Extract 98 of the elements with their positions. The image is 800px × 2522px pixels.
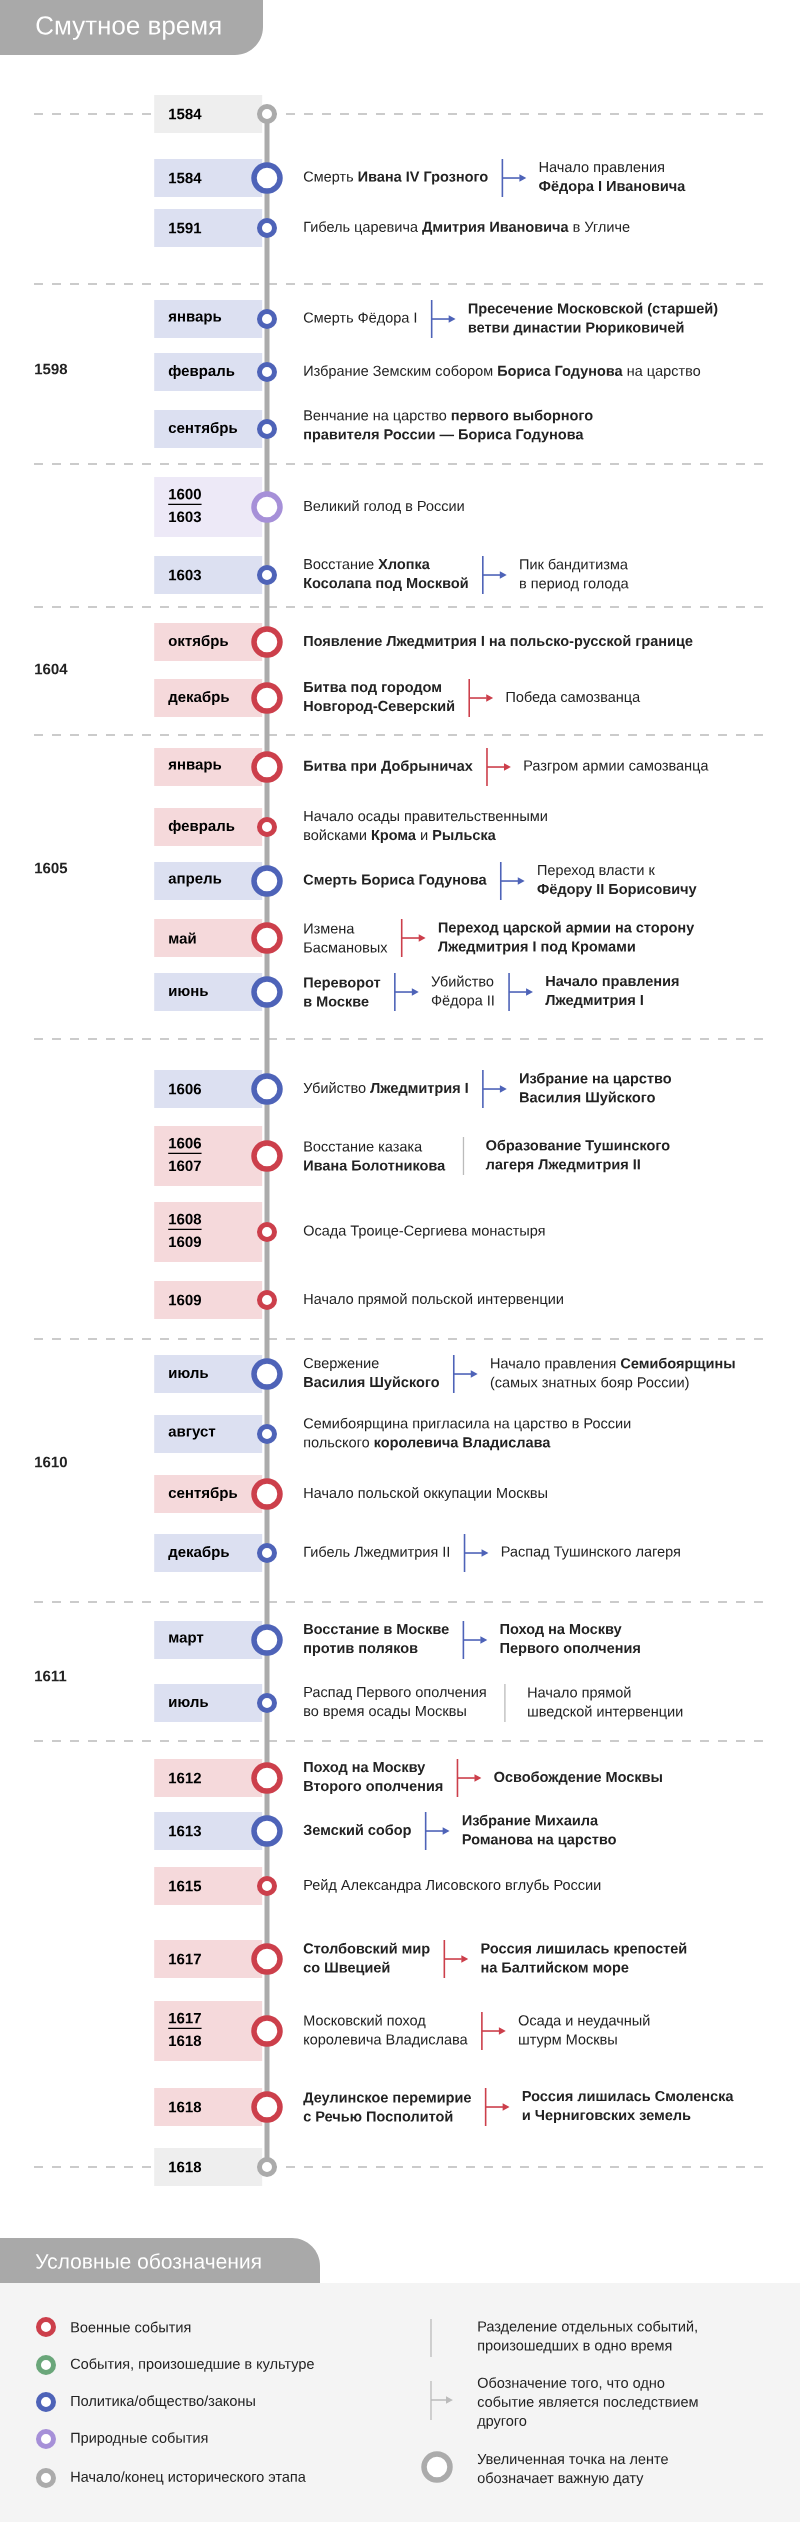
event-text: Венчание на царство первого выборного правителя России — Бориса Годунова (304, 409, 593, 443)
event-text: Деулинское перемирие с Речью Посполитой (303, 2092, 471, 2122)
consequence-arrow (508, 988, 533, 996)
date-box: сентябрь (154, 410, 263, 448)
date-box: 1606 (154, 1070, 263, 1108)
consequence-text: Распад Тушинского лагеря (501, 1546, 680, 1560)
date-box: 1591 (154, 209, 263, 247)
consequence-text: Разгром армии самозванца (524, 760, 709, 774)
event-text: Восстание Хлопка Косолапа под Москвой (304, 559, 468, 591)
consequence-text: Поход на Москву Первого ополчения (500, 1624, 640, 1656)
consequence-text: Избрание на царство Василия Шуйского (520, 1072, 672, 1106)
title-tab: Смутное время (0, 0, 263, 55)
event-text: Гибель царевича Дмитрия Ивановича в Угличе (304, 221, 630, 235)
legend-text: События, произошедшие в культуре (70, 2358, 314, 2372)
event-text: Начало польской оккупации Москвы (304, 1487, 547, 1501)
legend-text: Военные события (71, 2321, 191, 2333)
date-box: 1600 1603 (154, 477, 263, 537)
date-box: 1584 (154, 95, 263, 133)
event-text: Избрание Земским собором Бориса Годунова на царство (304, 365, 701, 379)
year-label: 1598 (35, 363, 68, 375)
event-text: Смерть Фёдора I (303, 312, 417, 326)
date-box: 1606 1607 (154, 1126, 263, 1186)
date-box: июль (154, 1355, 263, 1393)
date-box: июнь (154, 973, 263, 1011)
date-box: 1618 (154, 2148, 263, 2186)
date-box: октябрь (154, 623, 263, 661)
date-box: 1603 (154, 556, 263, 594)
date-box: декабрь (154, 1534, 263, 1572)
consequence-text: Осада и неудачный штурм Москвы (518, 2014, 650, 2048)
date-box: сентябрь (154, 1475, 263, 1513)
event-text: Измена Басмановых (304, 923, 388, 953)
consequence-text: Россия лишилась Смоленска и Черниговских земель (522, 2090, 734, 2124)
consequence-text: Избрание Михаила Романова на царство (462, 1814, 616, 1848)
date-box: август (154, 1415, 263, 1453)
date-box: 1615 (154, 1867, 263, 1905)
date-box: февраль (154, 808, 263, 846)
date-box: 1609 (154, 1281, 263, 1319)
date-box: июль (154, 1684, 263, 1722)
date-box: март (154, 1621, 263, 1659)
heading-tab: Условные обозначения (0, 2238, 320, 2283)
event-text: Начало прямой польской интервенции (304, 1293, 563, 1307)
year-label: 1604 (35, 663, 68, 675)
consequence-text: Победа самозванца (506, 691, 641, 705)
consequence-text: Начало правления Семибоярщины (самых знатных бояр России) (490, 1357, 735, 1391)
consequence-text: Пресечение Московской (старшей) ветви династии Рюриковичей (468, 302, 718, 336)
date-box: 1612 (154, 1759, 263, 1797)
event-text: Поход на Москву Второго ополчения (304, 1762, 443, 1794)
date-box: январь (154, 748, 263, 786)
legend-text: Политика/общество/законы (71, 2395, 255, 2409)
date-box: декабрь (154, 679, 263, 717)
date-box: 1618 (154, 2088, 263, 2126)
legend-text: Увеличенная точка на ленте обозначает важную дату (477, 2454, 668, 2486)
event-text: Битва под городом Новгород-Северский (304, 682, 455, 714)
consequence-text: Освобождение Москвы (494, 1771, 662, 1785)
event-text: Московский поход королевича Владислава (304, 2014, 468, 2048)
event-text: Образование Тушинского лагеря Лжедмитрия II (485, 1139, 670, 1173)
event-text: Распад Первого ополчения во время осады Москвы (304, 1687, 486, 1719)
date-box: 1617 (154, 1940, 263, 1978)
legend-text: Разделение отдельных событий, произошедших в одно время (478, 2320, 697, 2354)
date-box: апрель (154, 862, 263, 900)
event-text: Переворот в Москве (304, 977, 381, 1007)
event-text: Появление Лжедмитрия I на польско-русской границе (304, 635, 693, 649)
year-label: 1610 (35, 1456, 67, 1468)
event-text: Гибель Лжедмитрия II (304, 1546, 449, 1560)
consequence-text: Россия лишилась крепостей на Балтийском море (481, 1942, 687, 1976)
event-text: Столбовский мир со Швецией (303, 1942, 430, 1976)
year-label: 1605 (35, 862, 68, 874)
event-text: Земский собор (303, 1824, 411, 1838)
legend-text: Обозначение того, что одно событие является последствием другого (477, 2377, 698, 2429)
year-label: 1611 (35, 1670, 67, 1682)
event-text: Семибоярщина пригласила на царство в России польского королевича Владислава (303, 1417, 631, 1451)
legend-text: Природные события (71, 2432, 208, 2446)
date-box: 1608 1609 (154, 1202, 263, 1262)
date-box: 1617 1618 (154, 2001, 263, 2061)
event-text: Рейд Александра Лисовского вглубь России (304, 1879, 601, 1893)
consequence-text: Убийство Фёдора II (431, 975, 494, 1009)
event-text: Убийство Лжедмитрия I (303, 1082, 468, 1096)
event-text: Осада Троице-Сергиева монастыря (303, 1225, 545, 1239)
consequence-text: Начало правления Лжедмитрия I (545, 976, 679, 1008)
consequence-text: Начало правления Фёдора I Ивановича (539, 162, 686, 194)
event-text: Свержение Василия Шуйского (303, 1357, 439, 1391)
date-box: февраль (154, 353, 263, 391)
consequence-text: Пик бандитизма в период голода (520, 558, 629, 592)
event-text: Восстание казака Ивана Болотникова (304, 1141, 446, 1171)
event-text: Великий голод в России (304, 500, 464, 514)
consequence-text: Переход царской армии на сторону Лжедмитрия I под Кромами (437, 921, 695, 955)
consequence-text: Переход власти к Фёдору II Борисовичу (537, 865, 697, 897)
date-box: май (154, 919, 263, 957)
event-text: Восстание в Москве против поляков (304, 1624, 449, 1656)
event-text: Начало осады правительственными войсками Крома и Рыльска (304, 811, 547, 843)
legend-text: Начало/конец исторического этапа (71, 2471, 306, 2485)
date-box: 1584 (154, 159, 263, 197)
event-text: Смерть Бориса Годунова (303, 874, 487, 888)
event-text: Смерть Ивана IV Грозного (303, 171, 488, 185)
date-box: 1613 (154, 1812, 263, 1850)
date-box: январь (154, 300, 263, 338)
event-text: Начало прямой шведской интервенции (528, 1686, 683, 1720)
event-text: Битва при Добрыничах (304, 760, 473, 774)
